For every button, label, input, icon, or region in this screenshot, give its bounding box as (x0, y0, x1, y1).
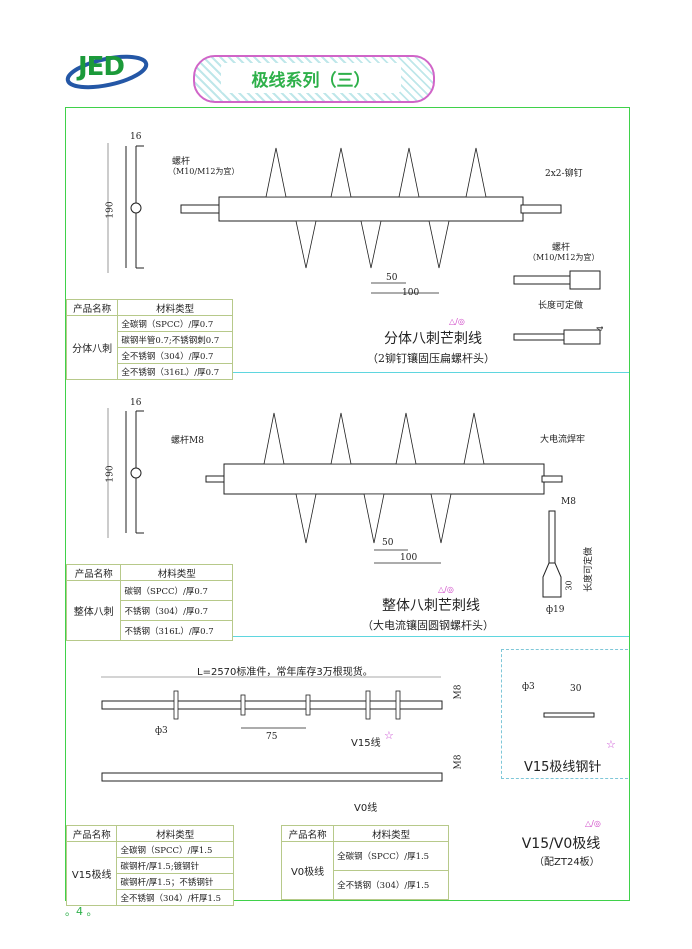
section-divider-1 (66, 372, 629, 373)
length-note: L=2570标准件，常年库存3万根现货。 (197, 667, 373, 678)
dim-30: 30 (564, 580, 574, 591)
material-cell: 碳钢杆/厚1.5;镀钢针 (116, 857, 234, 874)
dim-50: 50 (382, 538, 394, 548)
standard-mark: △/◎ (438, 585, 454, 594)
side-bolt-label: 螺杆 (552, 243, 571, 253)
dim-4: 4 (596, 325, 606, 332)
star-icon: ☆ (384, 729, 394, 742)
section-split-eight-barb: 16 190 螺杆 （M10/M12为宜） 2x2-铆钉 50 100 螺杆 （… (65, 108, 628, 380)
barbed-line-drawing (205, 412, 563, 564)
standard-mark: △/◎ (449, 317, 465, 326)
v15-material-table: 产品名称材料类型 V15极线全碳钢（SPCC）/厚1.5 碳钢杆/厚1.5;镀钢… (65, 825, 234, 906)
col-product-name: 产品名称 (65, 564, 122, 581)
bolt-note: （M10/M12为宜） (168, 167, 240, 176)
needle-dia: ф3 (522, 682, 535, 692)
section-subcaption: （配ZT24板） (534, 857, 600, 868)
m8-bottom: M8 (453, 754, 464, 770)
page-number: 。4 。 (65, 905, 98, 918)
side-view-drawing (107, 143, 144, 273)
weld-label: 大电流焊牢 (540, 435, 586, 445)
series-banner: 极线系列（三） (193, 55, 435, 103)
product-name: 整体八刺 (65, 580, 122, 641)
section-caption: V15/V0极线 (521, 836, 601, 852)
material-cell: 不锈钢（304）/厚0.7 (120, 600, 233, 621)
main-panel (65, 107, 630, 901)
section-caption: 分体八刺芒刺线 (384, 331, 482, 347)
material-cell: 全碳钢（SPCC）/厚1.5 (116, 841, 234, 858)
needle-caption: V15极线钢针 (524, 760, 602, 775)
product-name: V0极线 (280, 841, 335, 900)
bolt-label: 螺杆 (172, 157, 191, 167)
logo: JED (62, 42, 152, 97)
material-cell: 全不锈钢（304）/杆厚1.5 (116, 889, 234, 906)
bolt-label: 螺杆M8 (171, 436, 204, 446)
needle-box: ф3 30 ☆ V15极线钢针 (501, 649, 628, 779)
needle-length: 30 (570, 684, 582, 694)
section-subcaption: （2铆钉镶固压扁螺杆头） (367, 352, 495, 365)
v0-label: V0线 (354, 803, 378, 814)
rivet-label: 2x2-铆钉 (545, 169, 583, 179)
col-material-type: 材料类型 (120, 564, 233, 581)
needle-drawing (543, 712, 595, 718)
col-product-name: 产品名称 (65, 299, 119, 316)
length-note: 长度可定做 (538, 301, 584, 311)
dim-50: 50 (386, 273, 398, 283)
product-name: 分体八刺 (65, 315, 119, 380)
material-cell: 全不锈钢（304）/厚1.5 (333, 870, 449, 900)
logo-text: JED (78, 52, 125, 82)
side-bolt-note: （M10/M12为宜） (528, 253, 600, 262)
material-cell: 全不锈钢（316L）/厚0.7 (117, 363, 233, 380)
material-cell: 碳钢半管0.7;不锈钢刺0.7 (117, 331, 233, 348)
barbed-line-drawing (180, 147, 562, 294)
round-bolt-drawing (542, 510, 562, 598)
dim-75: 75 (266, 732, 278, 742)
material-cell: 全碳钢（SPCC）/厚1.5 (333, 841, 449, 871)
star-icon: ☆ (606, 738, 616, 751)
v0-material-table: 产品名称材料类型 V0极线全碳钢（SPCC）/厚1.5 全不锈钢（304）/厚1… (280, 825, 449, 900)
diameter-label: ф19 (546, 605, 565, 615)
m8-label: M8 (561, 497, 576, 507)
side-view-drawing (107, 408, 144, 538)
v15-label: V15线 (351, 738, 381, 749)
material-cell: 全不锈钢（304）/厚0.7 (117, 347, 233, 364)
section-integral-eight-barb: 16 190 螺杆M8 大电流焊牢 50 100 M8 30 长度可定做 ф19… (65, 373, 628, 641)
dia-3: ф3 (155, 726, 168, 736)
series-title: 极线系列（三） (251, 70, 371, 91)
standard-mark: △/◎ (585, 819, 601, 828)
material-cell: 不锈钢（316L）/厚0.7 (120, 620, 233, 641)
col-material-type: 材料类型 (116, 825, 234, 842)
v15-v0-drawing (101, 676, 443, 782)
col-material-type: 材料类型 (333, 825, 449, 842)
material-cell: 碳钢（SPCC）/厚0.7 (120, 580, 233, 601)
length-note: 长度可定做 (584, 546, 595, 593)
logo-swoosh-icon (65, 54, 149, 90)
col-material-type: 材料类型 (117, 299, 233, 316)
m8-top: M8 (453, 684, 464, 700)
material-cell: 碳钢杆/厚1.5；不锈钢针 (116, 873, 234, 890)
dim-width: 16 (130, 398, 142, 408)
section-caption: 整体八刺芒刺线 (382, 598, 480, 614)
col-product-name: 产品名称 (280, 825, 335, 842)
side-bolt-drawing (513, 270, 601, 345)
section-divider-2 (66, 636, 629, 637)
material-table: 产品名称材料类型 分体八刺全碳钢（SPCC）/厚0.7 碳钢半管0.7;不锈钢刺… (65, 299, 233, 380)
dim-width: 16 (130, 132, 142, 142)
section-subcaption: （大电流镶固圆钢螺杆头） (362, 619, 494, 632)
col-product-name: 产品名称 (65, 825, 118, 842)
dim-100: 100 (402, 288, 420, 298)
product-name: V15极线 (65, 841, 118, 906)
material-cell: 全碳钢（SPCC）/厚0.7 (117, 315, 233, 332)
material-table: 产品名称材料类型 整体八刺碳钢（SPCC）/厚0.7 不锈钢（304）/厚0.7… (65, 564, 233, 641)
section-v15-v0: L=2570标准件，常年库存3万根现货。 M8 ф3 75 V15线 ☆ M8 … (65, 637, 628, 906)
dim-100: 100 (400, 553, 418, 563)
